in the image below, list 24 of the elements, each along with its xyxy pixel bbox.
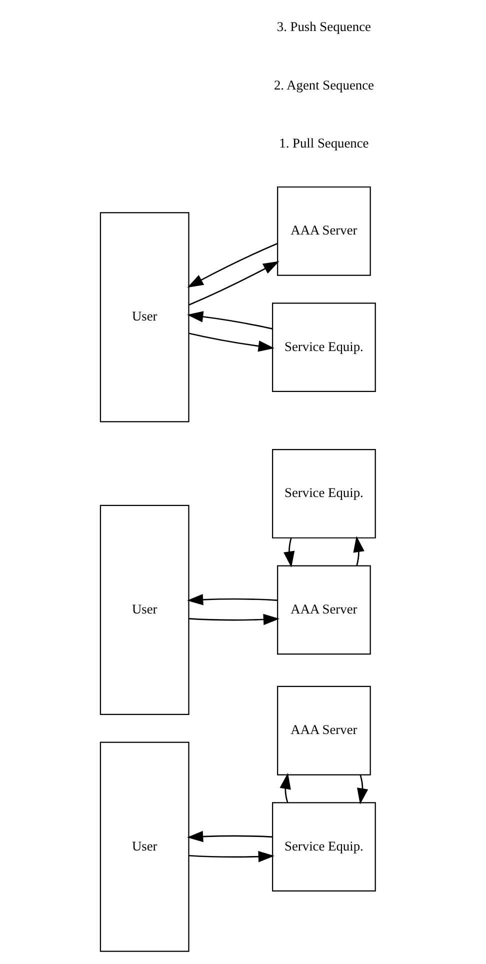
arrow xyxy=(279,772,290,803)
node-box: Service Equip. xyxy=(272,802,376,892)
arrow xyxy=(356,774,368,804)
arrow xyxy=(186,242,278,288)
arrow xyxy=(188,614,280,626)
node-box: Service Equip. xyxy=(272,302,376,392)
node-box: AAA Server xyxy=(276,686,370,776)
label: 3. Push Sequence xyxy=(276,19,371,34)
node-box: Service Equip. xyxy=(272,449,376,538)
node-box: AAA Server xyxy=(276,186,370,276)
node-box: AAA Server xyxy=(276,565,370,655)
arrow xyxy=(188,261,279,306)
label: 1. Pull Sequence xyxy=(278,135,368,150)
arrow xyxy=(186,311,272,330)
arrow xyxy=(352,536,364,566)
node-box: User xyxy=(99,504,189,715)
arrow xyxy=(188,850,274,862)
arrow xyxy=(186,594,278,606)
arrow xyxy=(186,830,272,842)
arrow xyxy=(188,332,274,352)
node-box: User xyxy=(99,742,189,952)
arrow xyxy=(283,538,294,568)
node-box: User xyxy=(99,212,189,422)
label: 2. Agent Sequence xyxy=(273,77,374,92)
